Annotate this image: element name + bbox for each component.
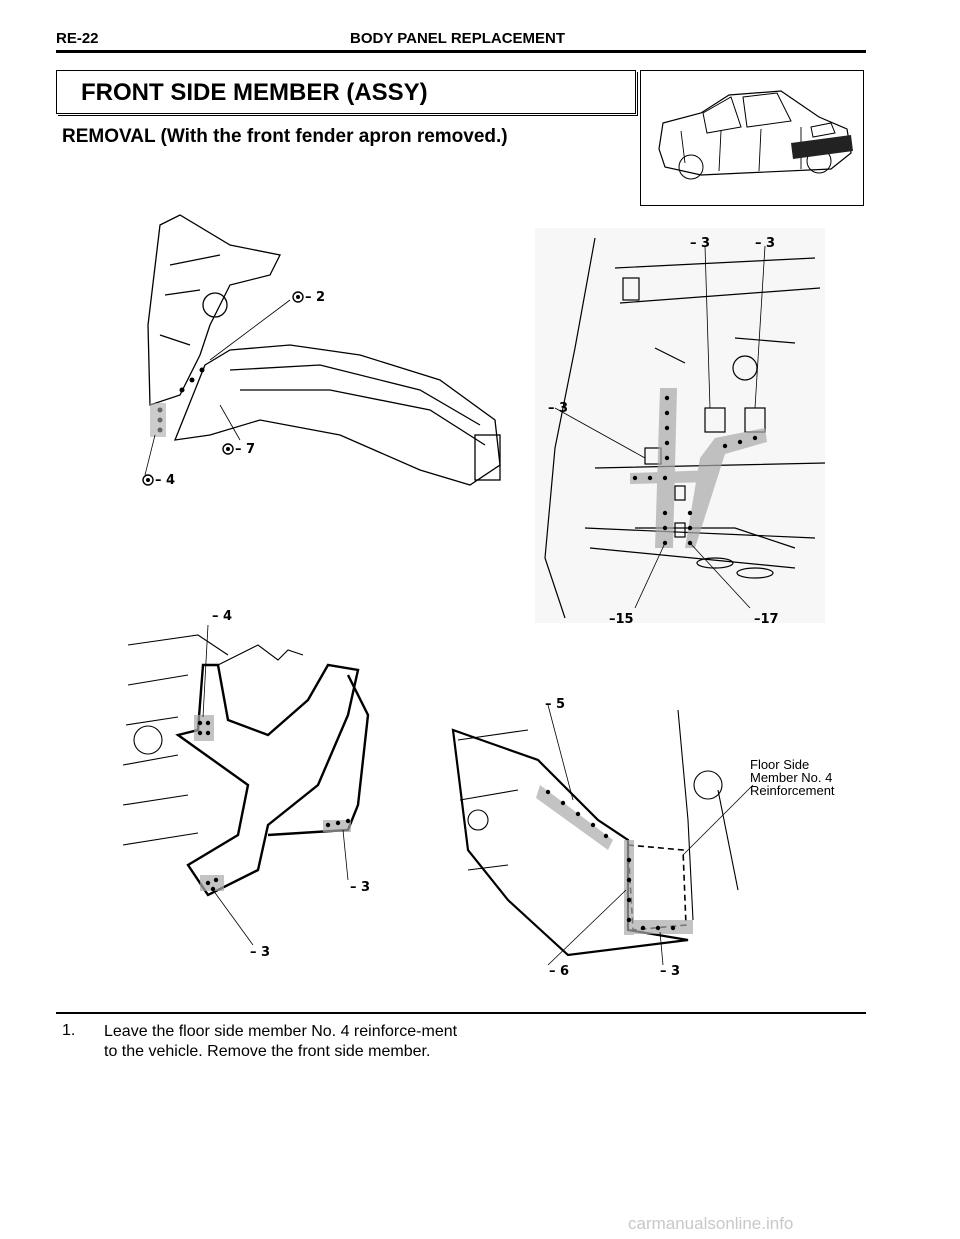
section-title: FRONT SIDE MEMBER (ASSY) bbox=[81, 79, 428, 106]
page-code: RE-22 bbox=[56, 30, 99, 47]
callout-spot-weld-3-f: – 3 bbox=[660, 964, 681, 979]
step-text: Leave the floor side member No. 4 reinfo… bbox=[104, 1023, 458, 1060]
figure-front-side-member bbox=[142, 214, 501, 486]
section-title-box: FRONT SIDE MEMBER (ASSY) bbox=[56, 70, 636, 114]
callout-spot-weld-3-b: – 3 bbox=[755, 236, 776, 251]
part-label-reinforcement: Floor Side Member No. 4 Reinforcement bbox=[750, 758, 835, 797]
bottom-rule bbox=[56, 1012, 866, 1014]
callout-spot-weld-3-e: – 3 bbox=[250, 945, 271, 960]
part-label-line-3: Reinforcement bbox=[750, 783, 835, 798]
callout-spot-weld-3-d: – 3 bbox=[350, 880, 371, 895]
callout-spot-weld-2: – 2 bbox=[305, 290, 326, 305]
part-label-line-1: Floor Side bbox=[750, 757, 810, 772]
watermark-text: carmanualsonline.info bbox=[628, 1214, 794, 1233]
callout-spot-weld-15: –15 bbox=[609, 612, 634, 627]
callout-spot-weld-4-b: – 4 bbox=[212, 609, 233, 624]
figure-floor-underside bbox=[535, 228, 826, 623]
part-label-line-2: Member No. 4 bbox=[750, 770, 833, 785]
step-number: 1. bbox=[62, 1022, 76, 1039]
header-rule bbox=[56, 50, 866, 53]
page-header-title: BODY PANEL REPLACEMENT bbox=[350, 30, 566, 47]
figure-side-member-rear bbox=[122, 624, 370, 946]
car-body-illustration bbox=[658, 90, 853, 180]
callout-spot-weld-17: –17 bbox=[754, 612, 779, 627]
vehicle-thumbnail bbox=[640, 70, 864, 206]
callout-spot-weld-5: – 5 bbox=[545, 697, 566, 712]
callout-spot-weld-6: – 6 bbox=[549, 964, 570, 979]
callout-spot-weld-4: – 4 bbox=[155, 473, 176, 488]
figure-floor-side-member-reinforcement bbox=[451, 704, 754, 966]
removal-subtitle: REMOVAL (With the front fender apron rem… bbox=[62, 126, 508, 147]
callout-spot-weld-3-a: – 3 bbox=[690, 236, 711, 251]
callout-spot-weld-3-c: – 3 bbox=[548, 401, 569, 416]
callout-spot-weld-7: – 7 bbox=[235, 442, 256, 457]
